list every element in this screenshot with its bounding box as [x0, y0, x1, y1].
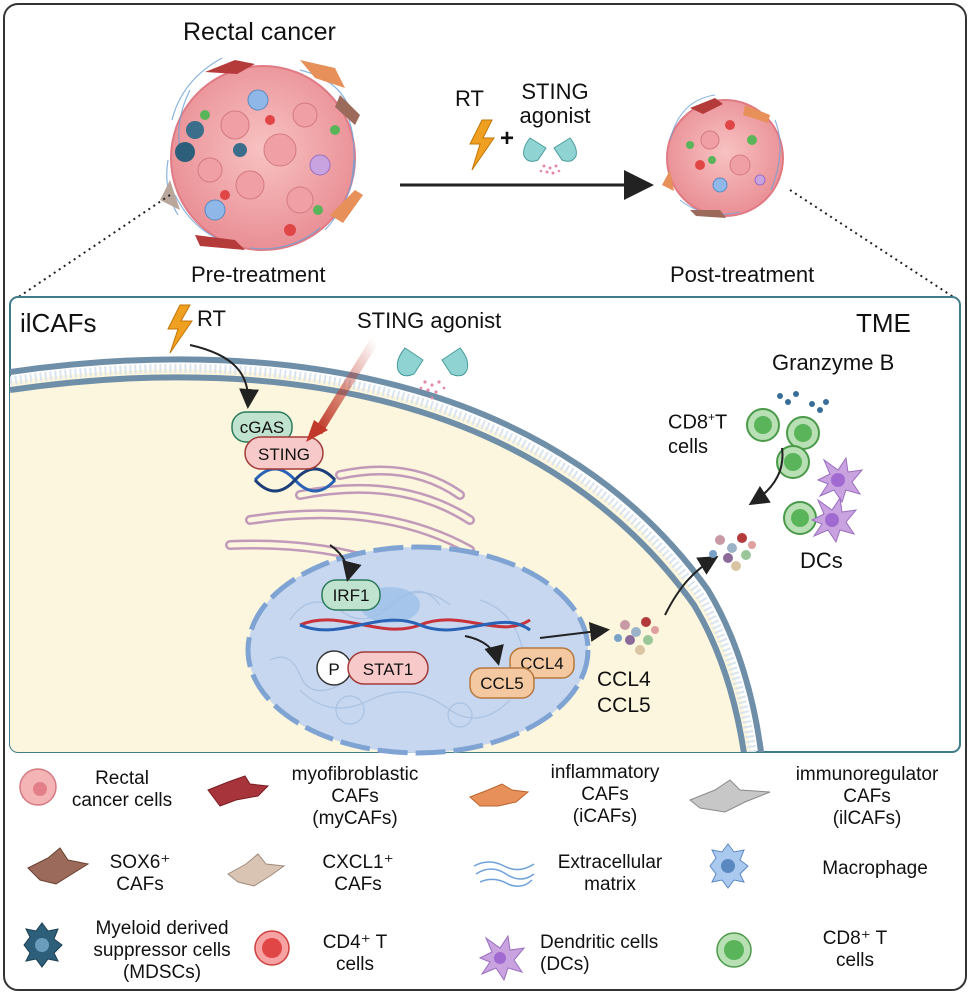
lightning-icon [469, 119, 495, 171]
legend-icon-ilcafs [689, 779, 771, 813]
ccl5-label: CCL5 [597, 694, 651, 717]
legend-icon-cd4-t-cell [254, 930, 290, 966]
ccl-secretion-arrow [539, 621, 610, 642]
granzyme-b-granules [777, 391, 829, 413]
legend-icon-macrophage [709, 843, 749, 889]
chemokine-cluster-2 [709, 533, 756, 571]
dna-helix-nucleus [299, 618, 531, 632]
cd8-recruit-arrow [748, 447, 784, 506]
legend-text-cd8-t-cells: CD8⁺ T cells [822, 928, 888, 971]
legend-icons [19, 768, 771, 982]
chemokine-cluster-1 [614, 617, 659, 655]
legend-icon-rectal-cancer-cell [19, 768, 57, 806]
legend-icon-mdsc [23, 922, 63, 968]
cd8-t-cells-label: CD8+T cells [668, 405, 727, 459]
tumor-cells-post [686, 120, 766, 193]
svg-text:P: P [328, 660, 339, 679]
p-phospho-circle: P [316, 650, 352, 686]
sting-line-2: agonist [519, 103, 591, 128]
svg-text:STAT1: STAT1 [363, 660, 413, 679]
legend-text-macrophage: Macrophage [822, 858, 928, 879]
rt-lightning-icon [167, 304, 193, 354]
caf-shapes-pre [160, 60, 363, 250]
cd8-t-cells-panel [746, 408, 820, 535]
legend-text-rectal-cancer-cells: Rectal cancer cells [71, 768, 173, 811]
plus-sign: + [500, 125, 515, 152]
pre-treatment-tumor [160, 57, 363, 251]
sting-agonist-arrow [314, 337, 379, 435]
legend-text-mycafs: myofibroblastic CAFs (myCAFs) [291, 764, 419, 829]
legend-icon-cd8-t-cell [716, 932, 752, 968]
sting-line-1: STING [521, 79, 589, 104]
sting-agonist-label-top: STING agonist [510, 80, 600, 128]
cd8-line-2: cells [668, 435, 709, 458]
legend-icon-cxcl1-cafs [227, 853, 286, 887]
legend-text-cxcl1-cafs: CXCL1⁺ CAFs [322, 852, 394, 895]
legend-icon-dendritic-cell [478, 934, 526, 982]
legend-text-cd4-t-cells: CD4⁺ T cells [322, 932, 388, 975]
legend-icon-sox6-cafs [27, 847, 90, 885]
dna-helix-cytoplasm [253, 467, 337, 493]
cd8-line-1: CD8+T [668, 410, 728, 434]
capsule-icon [523, 137, 577, 175]
rt-arrow [189, 344, 260, 409]
rt-label-panel: RT [197, 306, 226, 331]
legend-text-sox6-cafs: SOX6⁺ CAFs [109, 852, 171, 895]
legend-icon-icafs [469, 783, 530, 807]
sting-agonist-capsule [396, 347, 469, 400]
post-treatment-tumor [662, 94, 784, 218]
zoom-line-left [13, 194, 171, 301]
cell-membrane [10, 356, 765, 752]
dcs-label: DCs [800, 548, 843, 573]
legend-icon-extracellular-matrix [473, 861, 535, 887]
rectal-cancer-title: Rectal cancer [183, 18, 336, 46]
post-treatment-label: Post-treatment [670, 262, 815, 287]
er-to-nucleus-arrow [329, 544, 362, 582]
sting-pill: STING [244, 436, 324, 470]
ccl4-label: CCL4 [597, 668, 651, 691]
chemokine-export-arrow [664, 555, 719, 616]
svg-text:STING: STING [258, 445, 310, 464]
sting-agonist-label-panel: STING agonist [357, 308, 502, 333]
legend-text-extracellular-matrix: Extracellular matrix [557, 852, 663, 895]
stat1-to-ccl-arrow [464, 635, 504, 666]
legend-icon-mycafs [207, 775, 270, 807]
legend-text-ilcafs: immunoregulator CAFs (ilCAFs) [795, 764, 939, 829]
dendritic-cells-panel [810, 456, 864, 544]
granzyme-b-label: Granzyme B [772, 350, 895, 375]
tme-title: TME [856, 308, 911, 338]
legend-text-dendritic-cells: Dendritic cells (DCs) [540, 932, 659, 975]
ilcafs-title: ilCAFs [20, 308, 97, 338]
svg-text:IRF1: IRF1 [333, 586, 370, 605]
svg-text:cGAS: cGAS [240, 418, 284, 437]
svg-text:CCL4: CCL4 [520, 654, 563, 673]
stat1-pill: STAT1 [347, 651, 429, 685]
legend-text-mdsc: Myeloid derived suppressor cells (MDSCs) [93, 918, 231, 983]
pre-treatment-label: Pre-treatment [191, 262, 326, 287]
legend-text-icafs: inflammatory CAFs (iCAFs) [550, 762, 660, 827]
rt-label-top: RT [455, 86, 484, 111]
irf1-pill: IRF1 [321, 579, 381, 611]
ccl5-pill: CCL5 [469, 667, 535, 699]
svg-text:CCL5: CCL5 [480, 674, 523, 693]
tumor-cells-pre [175, 89, 340, 236]
